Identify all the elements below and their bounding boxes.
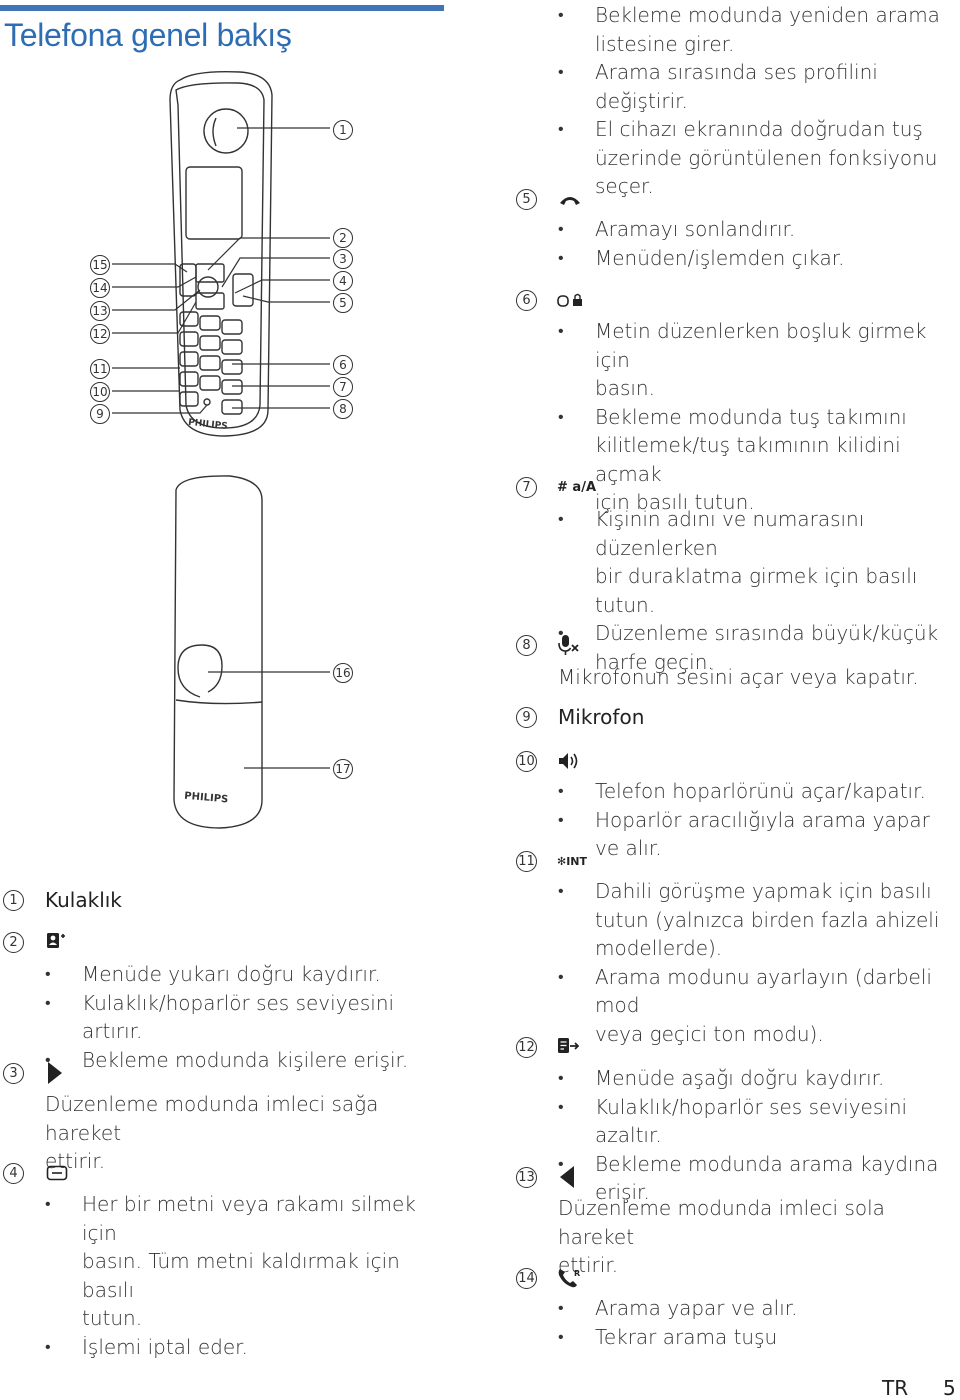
callout-10: 10: [90, 382, 110, 402]
item-2-bullets: Menüde yukarı doğru kaydırır. Kulaklık/h…: [45, 960, 445, 1074]
item-11-bullets: Dahili görüşme yapmak için basılı tutun …: [558, 877, 958, 1048]
brand-text-front: PHILIPS: [188, 418, 228, 432]
callout-13: 13: [90, 301, 110, 321]
item-14-bullets: Arama yapar ve alır. Tekrar arama tuşu: [558, 1294, 958, 1351]
bullet: Bekleme modunda tuş takımını kilitlemek/…: [558, 403, 958, 517]
bullet: Arama yapar ve alır.: [558, 1294, 958, 1323]
bullet: Hoparlör aracılığıyla arama yapar ve alı…: [558, 806, 958, 863]
item-number-13: 13: [516, 1167, 537, 1188]
bullet: Metin düzenlerken boşluk girmek için bas…: [558, 317, 958, 403]
callout-14: 14: [90, 278, 110, 298]
talk-redial-icon: R: [558, 1269, 580, 1288]
bullet: Düzenleme sırasında büyük/küçük harfe ge…: [558, 619, 958, 676]
item-4-bullets: Her bir metni veya rakamı silmek için ba…: [45, 1190, 445, 1361]
item-3-text: Düzenleme modunda imleci sağa hareket et…: [45, 1092, 379, 1173]
bullet: Bekleme modunda arama kaydına erişir.: [558, 1150, 958, 1207]
callout-3: 3: [333, 249, 353, 269]
page-title: Telefona genel bakış: [4, 17, 292, 53]
bullet: Aramayı sonlandırır.: [558, 215, 958, 244]
callout-8: 8: [333, 399, 353, 419]
item-number-2: 2: [3, 932, 24, 953]
item-number-10: 10: [516, 751, 537, 772]
item-number-5: 5: [516, 189, 537, 210]
callout-5: 5: [333, 293, 353, 313]
bullet: Arama sırasında ses profilini değiştirir…: [558, 58, 958, 115]
bullet: Bekleme modunda kişilere erişir.: [45, 1046, 445, 1075]
top-bullets: Bekleme modunda yeniden arama listesine …: [558, 1, 958, 201]
bullet: Her bir metni veya rakamı silmek için ba…: [45, 1190, 445, 1333]
item-number-14: 14: [516, 1268, 537, 1289]
zero-lock-key-icon: [557, 293, 582, 307]
callout-11: 11: [90, 359, 110, 379]
callout-9: 9: [90, 404, 110, 424]
brand-text-back: PHILIPS: [184, 791, 229, 806]
phone-front-figure: PHILIPS: [112, 70, 330, 437]
bullet: Kulaklık/hoparlör ses seviyesini artırır…: [45, 989, 445, 1046]
callout-4: 4: [333, 271, 353, 291]
left-arrow-icon: [560, 1166, 574, 1188]
callout-12: 12: [90, 324, 110, 344]
callout-2: 2: [333, 228, 353, 248]
item-label-mikrofon: Mikrofon: [558, 705, 645, 729]
bullet: Kişinin adını ve numarasını düzenlerken …: [558, 505, 958, 619]
call-log-volume-down-icon: [558, 1038, 579, 1053]
callout-6: 6: [333, 355, 353, 375]
item-number-8: 8: [516, 635, 537, 656]
bullet: El cihazı ekranında doğrudan tuş üzerind…: [558, 115, 958, 201]
item-number-1: 1: [3, 890, 24, 911]
bullet: İşlemi iptal eder.: [45, 1333, 445, 1362]
callout-7: 7: [333, 377, 353, 397]
callout-1: 1: [333, 120, 353, 140]
svg-text:R: R: [574, 1269, 580, 1278]
item-label-kulaklik: Kulaklık: [45, 888, 122, 912]
hash-case-key-icon: # a/A: [557, 480, 596, 495]
item-number-4: 4: [3, 1163, 24, 1184]
item-number-7: 7: [516, 477, 537, 498]
item-number-9: 9: [516, 707, 537, 728]
item-6-bullets: Metin düzenlerken boşluk girmek için bas…: [558, 317, 958, 517]
item-number-11: 11: [516, 851, 537, 872]
star-int-key-icon: ✻INT: [557, 855, 588, 868]
contacts-volume-up-icon: [47, 933, 65, 948]
callout-17: 17: [333, 759, 353, 779]
bullet: Menüden/işlemden çıkar.: [558, 244, 958, 273]
footer-language: TR: [882, 1376, 909, 1400]
clear-back-icon: [46, 1165, 68, 1181]
bullet: Menüde aşağı doğru kaydırır.: [558, 1064, 958, 1093]
bullet: Tekrar arama tuşu: [558, 1323, 958, 1352]
item-12-bullets: Menüde aşağı doğru kaydırır. Kulaklık/ho…: [558, 1064, 958, 1207]
item-10-bullets: Telefon hoparlörünü açar/kapatır. Hoparl…: [558, 777, 958, 863]
item-number-6: 6: [516, 290, 537, 311]
bullet: Dahili görüşme yapmak için basılı tutun …: [558, 877, 958, 963]
item-7-bullets: Kişinin adını ve numarasını düzenlerken …: [558, 505, 958, 676]
item-5-bullets: Aramayı sonlandırır. Menüden/işlemden çı…: [558, 215, 958, 272]
end-call-icon: [560, 197, 580, 205]
phone-back-figure: PHILIPS: [173, 475, 330, 829]
bullet: Bekleme modunda yeniden arama listesine …: [558, 1, 958, 58]
bullet: Menüde yukarı doğru kaydırır.: [45, 960, 445, 989]
callout-15: 15: [90, 255, 110, 275]
bullet: Arama modunu ayarlayın (darbeli mod veya…: [558, 963, 958, 1049]
mute-microphone-icon: [558, 635, 579, 655]
bullet: Kulaklık/hoparlör ses seviyesini azaltır…: [558, 1093, 958, 1150]
callout-16: 16: [333, 663, 353, 683]
item-number-12: 12: [516, 1037, 537, 1058]
item-number-3: 3: [3, 1063, 24, 1084]
speaker-icon: [559, 753, 578, 769]
title-rule: [0, 5, 444, 11]
page-number: 5: [943, 1376, 956, 1400]
right-arrow-icon: [48, 1062, 62, 1084]
item-13-text: Düzenleme modunda imleci sola hareket et…: [558, 1196, 885, 1277]
item-8-text: Mikrofonun sesini açar veya kapatır.: [558, 665, 919, 689]
bullet: Telefon hoparlörünü açar/kapatır.: [558, 777, 958, 806]
